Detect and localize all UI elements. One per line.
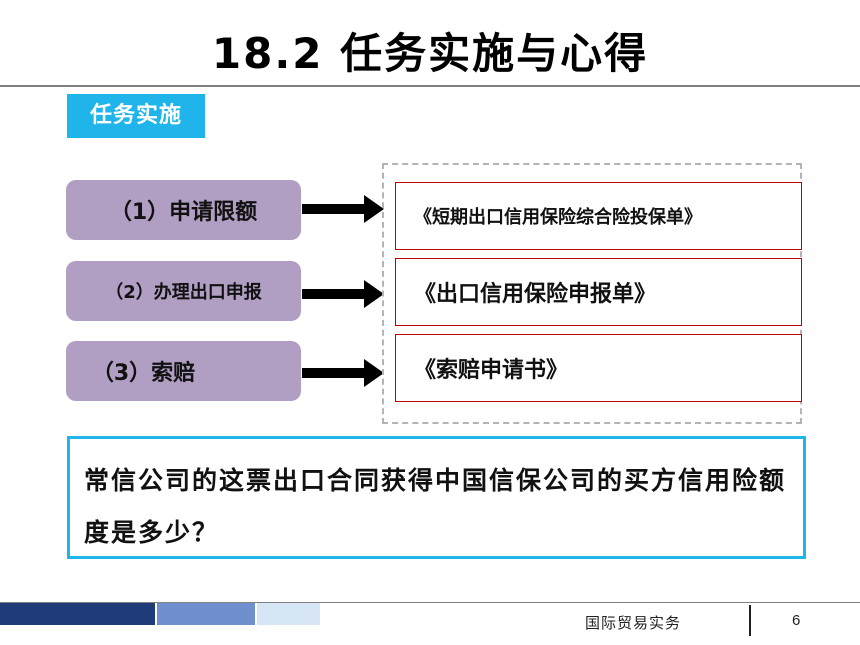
footer-decor-bar-light [257,603,320,625]
slide-title: 18.2 任务实施与心得 [211,29,649,78]
step-apply-limit: （1）申请限额 [66,180,301,240]
document-claim-application: 《索赔申请书》 [395,334,802,402]
step-claim: （3）索赔 [66,341,301,401]
footer-decor-bar-mid [157,603,255,625]
footer-divider [0,602,860,603]
section-tag: 任务实施 [67,94,205,138]
footer-course-name: 国际贸易实务 [585,614,682,632]
title-divider [0,85,860,87]
right-arrow-icon [302,280,384,308]
document-declaration-form: 《出口信用保险申报单》 [395,258,802,326]
step-export-declaration: （2）办理出口申报 [66,261,301,321]
right-arrow-icon [302,359,384,387]
right-arrow-icon [302,195,384,223]
page-number: 6 [792,612,801,629]
question-box: 常信公司的这票出口合同获得中国信保公司的买方信用险额度是多少？ [67,436,806,559]
document-insurance-application: 《短期出口信用保险综合险投保单》 [395,182,802,250]
footer-decor-bar-dark [0,603,155,625]
question-text: 常信公司的这票出口合同获得中国信保公司的买方信用险额度是多少？ [84,466,787,547]
footer-separator [749,605,751,636]
